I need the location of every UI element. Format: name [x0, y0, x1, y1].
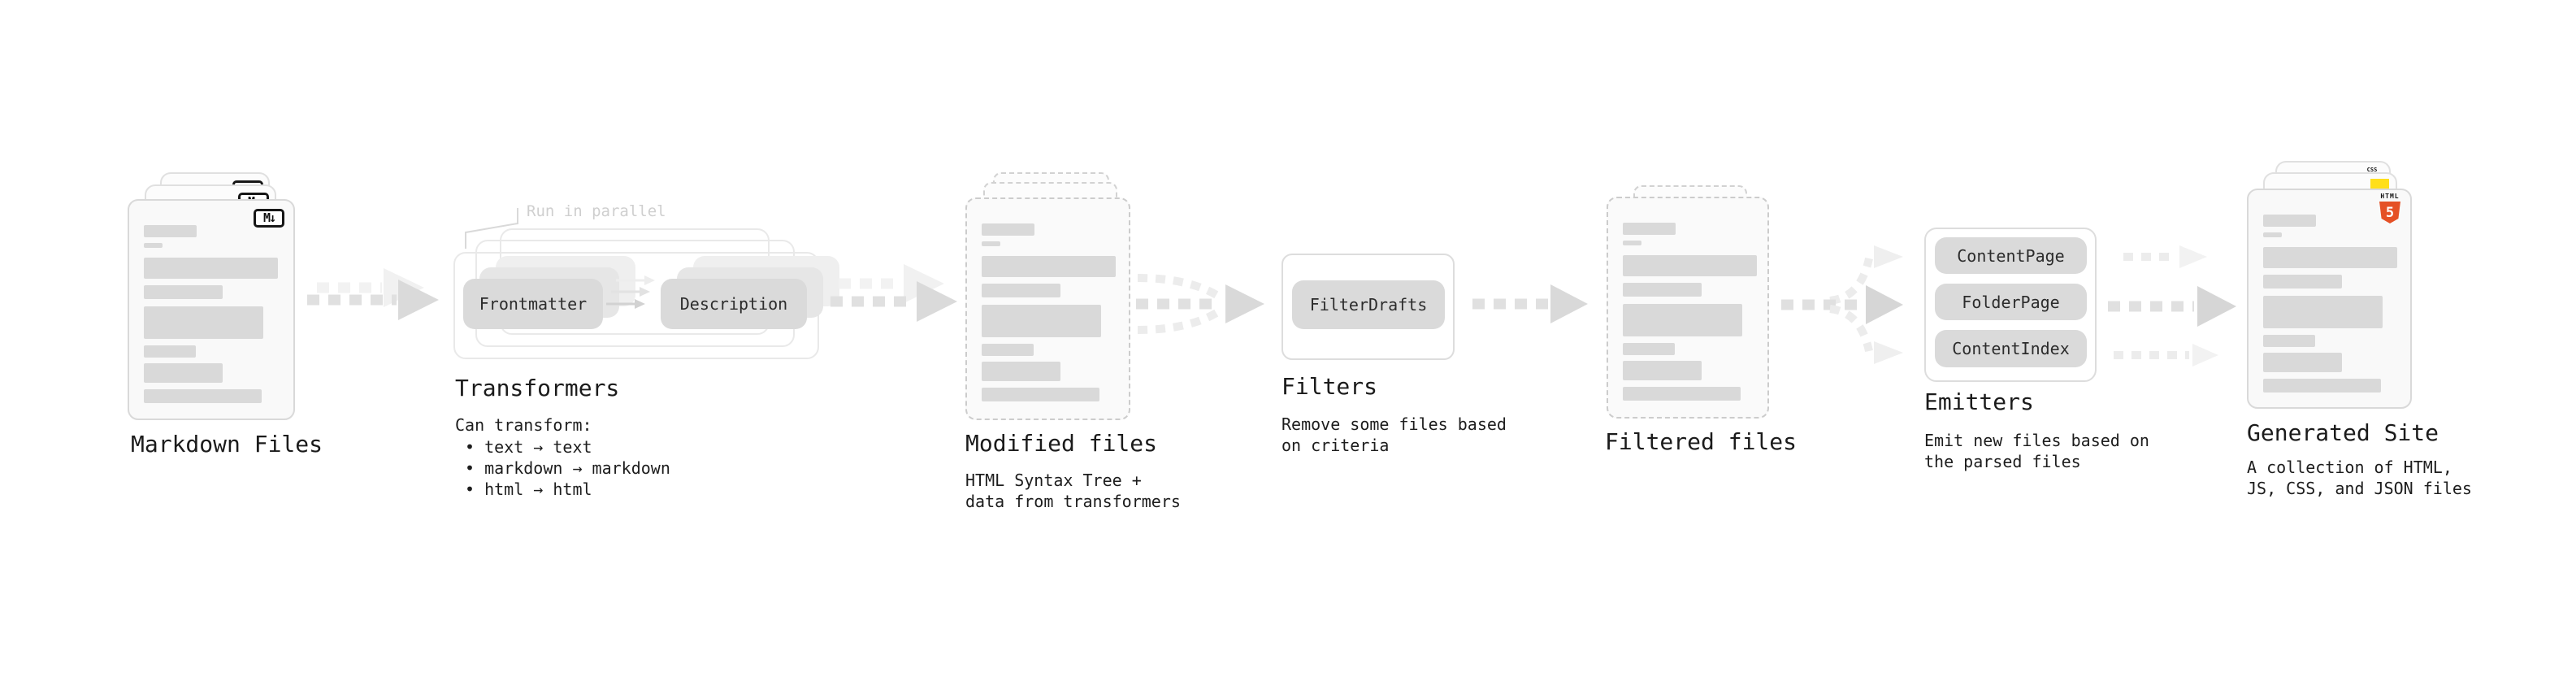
arrow-filtered-to-emitters-fan-out — [1781, 245, 1903, 364]
placeholder-text-bar — [982, 223, 1034, 236]
placeholder-text-bar — [2263, 215, 2316, 227]
description-pill: Description — [661, 279, 807, 329]
modified-file-card — [965, 197, 1130, 420]
placeholder-text-bar — [1623, 304, 1742, 336]
placeholder-text-bar — [144, 243, 163, 248]
markdown-file-card-front: M↓ — [128, 199, 295, 420]
emitters-description-line: Emit new files based on — [1924, 431, 2149, 450]
css-icon-label: CSS — [2366, 167, 2378, 173]
frontmatter-pill: Frontmatter — [463, 279, 603, 329]
stage-title-markdown-files: Markdown Files — [131, 431, 323, 458]
stage-title-modified-files: Modified files — [965, 430, 1158, 457]
stage-title-filters: Filters — [1281, 373, 1378, 400]
placeholder-text-bar — [1623, 343, 1675, 355]
filterdrafts-pill: FilterDrafts — [1292, 280, 1445, 329]
placeholder-text-bar — [144, 363, 223, 383]
placeholder-text-bar — [144, 285, 223, 299]
placeholder-text-bar — [982, 241, 1000, 246]
placeholder-text-bar — [982, 362, 1060, 381]
placeholder-text-bar — [1623, 387, 1741, 401]
placeholder-text-bar — [982, 305, 1101, 337]
placeholder-text-bar — [982, 284, 1060, 297]
emitters-description-line: the parsed files — [1924, 452, 2081, 471]
placeholder-text-bar — [144, 345, 196, 358]
placeholder-text-bar — [2263, 232, 2282, 237]
placeholder-text-bar — [1623, 283, 1702, 297]
placeholder-text-bar — [1623, 361, 1702, 380]
generated-description-line: JS, CSS, and JSON files — [2247, 479, 2472, 498]
html5-icon-shield: 5 — [2379, 202, 2400, 223]
placeholder-text-bar — [144, 225, 197, 237]
transformers-description-line: Can transform: — [455, 415, 592, 435]
placeholder-text-bar — [2263, 353, 2342, 372]
placeholder-text-bar — [2263, 247, 2397, 268]
filters-description-line: Remove some files based — [1281, 414, 1507, 434]
arrow-emitters-to-generated — [2108, 245, 2236, 367]
js-icon — [2370, 179, 2389, 189]
placeholder-text-bar — [1623, 223, 1676, 235]
transformers-description-line: • text → text — [465, 437, 592, 457]
arrow-filters-to-filtered — [1472, 284, 1588, 323]
emitter-pill-folderpage: FolderPage — [1935, 284, 2087, 320]
modified-description-line: HTML Syntax Tree + — [965, 471, 1142, 490]
arrow-modified-to-filters-fan-in — [1136, 274, 1264, 334]
stage-title-transformers: Transformers — [455, 375, 620, 401]
run-in-parallel-note: Run in parallel — [527, 202, 666, 220]
placeholder-text-bar — [982, 256, 1116, 277]
generated-file-card-html: HTML 5 — [2247, 189, 2412, 409]
transformers-description-line: • html → html — [465, 479, 592, 499]
html5-icon-number: 5 — [2385, 204, 2395, 221]
html5-icon: HTML 5 — [2378, 193, 2402, 223]
placeholder-text-bar — [144, 306, 263, 339]
stage-title-generated-site: Generated Site — [2247, 419, 2439, 446]
filters-description-line: on criteria — [1281, 436, 1390, 455]
placeholder-text-bar — [2263, 296, 2383, 328]
placeholder-text-bar — [982, 388, 1099, 401]
markdown-icon: M↓ — [254, 209, 284, 228]
html5-icon-label: HTML — [2380, 193, 2400, 200]
modified-description-line: data from transformers — [965, 492, 1181, 511]
placeholder-text-bar — [982, 344, 1034, 356]
generated-description-line: A collection of HTML, — [2247, 458, 2452, 477]
stage-title-filtered-files: Filtered files — [1605, 428, 1798, 455]
arrow-transformers-to-modified — [830, 264, 957, 322]
stage-title-emitters: Emitters — [1924, 388, 2034, 415]
placeholder-text-bar — [2263, 379, 2381, 393]
emitter-pill-contentpage: ContentPage — [1935, 237, 2087, 274]
placeholder-text-bar — [2263, 275, 2342, 288]
placeholder-text-bar — [1623, 255, 1757, 276]
placeholder-text-bar — [144, 389, 262, 403]
placeholder-text-bar — [1623, 241, 1641, 245]
arrow-markdown-to-transformers — [307, 268, 439, 320]
placeholder-text-bar — [2263, 335, 2315, 347]
filtered-file-card — [1607, 197, 1769, 419]
transformers-description-line: • markdown → markdown — [465, 458, 670, 478]
placeholder-text-bar — [144, 258, 278, 279]
emitter-pill-contentindex: ContentIndex — [1935, 330, 2087, 367]
